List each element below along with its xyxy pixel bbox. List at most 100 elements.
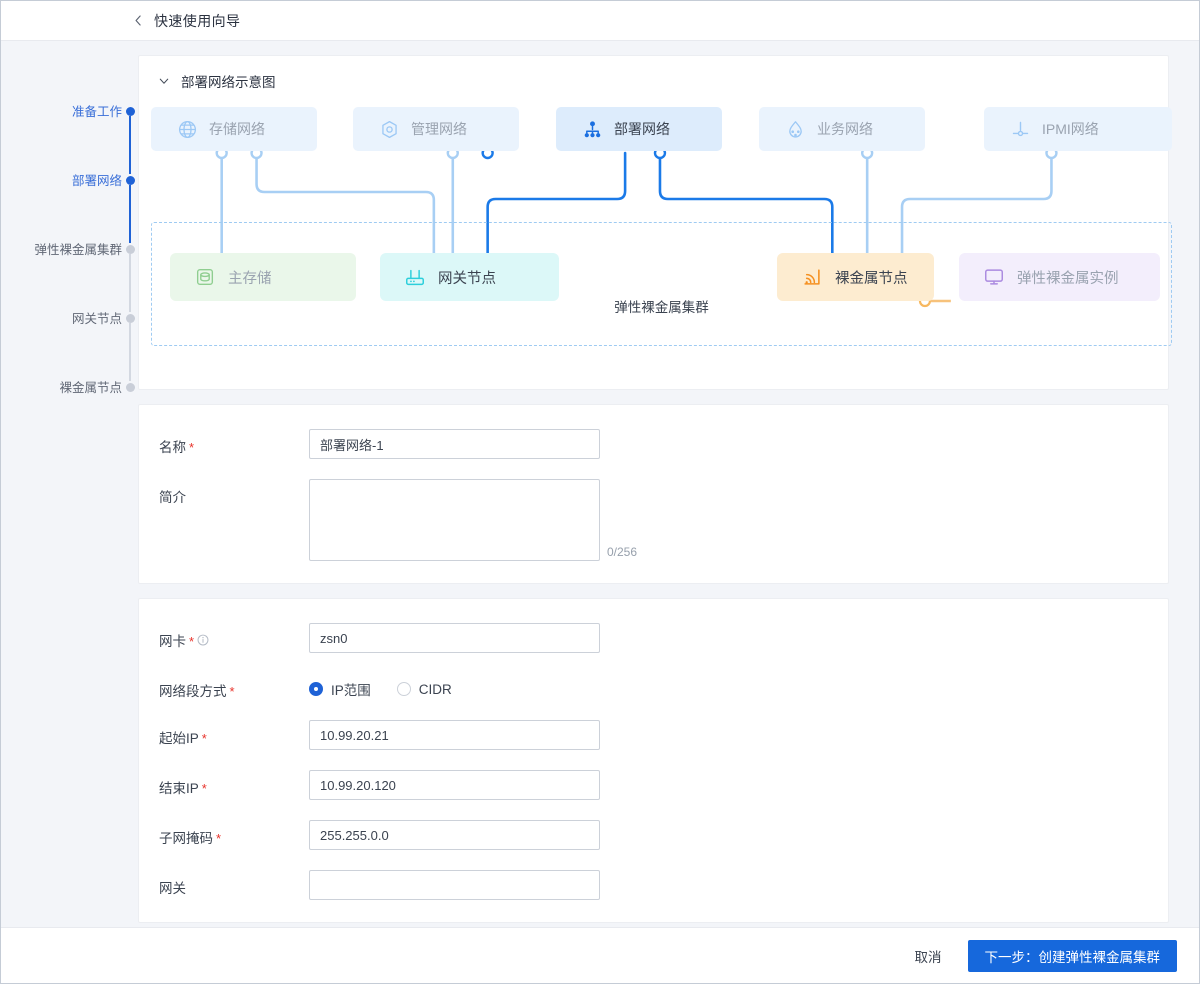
form-row-start-ip: 起始IP * <box>139 720 1168 750</box>
main-content: 部署网络示意图 <box>138 41 1199 927</box>
start-ip-input[interactable] <box>309 720 600 750</box>
node-label: 主存储 <box>228 270 272 287</box>
network-card-business[interactable]: 业务网络 <box>759 107 925 151</box>
required-marker: * <box>229 684 235 699</box>
next-step-button[interactable]: 下一步：创建弹性裸金属集群 <box>967 939 1177 972</box>
sidebar-step-deploy-network[interactable]: 部署网络 <box>1 174 138 243</box>
label-text: 网关 <box>159 881 186 896</box>
required-marker: * <box>201 731 207 746</box>
label-text: 结束IP <box>159 781 199 796</box>
page-header: 快速使用向导 <box>1 1 1199 41</box>
bare-metal-cluster-region: 弹性裸金属集群 <box>151 222 1172 346</box>
form-row-end-ip: 结束IP * <box>139 770 1168 800</box>
form-row-segment-mode: 网络段方式 * IP范围 CIDR <box>139 673 1168 700</box>
node-elastic-bare-metal-instance[interactable]: 弹性裸金属实例 <box>959 253 1160 301</box>
network-card-ipmi[interactable]: IPMI网络 <box>984 107 1172 151</box>
network-card-label: IPMI网络 <box>1042 121 1099 137</box>
router-icon <box>404 266 426 288</box>
database-icon <box>194 266 216 288</box>
netmask-input[interactable] <box>309 820 600 850</box>
radio-cidr[interactable]: CIDR <box>396 681 452 697</box>
required-marker: * <box>189 440 195 455</box>
step-connector-line <box>129 254 131 312</box>
start-ip-label: 起始IP * <box>139 720 309 747</box>
nic-field-label: 网卡 * <box>139 623 309 650</box>
segment-mode-label: 网络段方式 * <box>139 673 309 700</box>
network-diagram-panel: 部署网络示意图 <box>138 55 1172 390</box>
radio-indicator <box>309 682 323 696</box>
chevron-left-icon[interactable] <box>131 14 145 28</box>
form-row-name: 名称 * <box>139 429 1168 459</box>
basic-info-panel: 名称 * 简介 0/256 <box>138 404 1169 584</box>
page-title: 快速使用向导 <box>154 12 241 29</box>
description-textarea[interactable] <box>309 479 600 561</box>
signal-broadcast-icon <box>801 266 823 288</box>
nic-input[interactable] <box>309 623 600 653</box>
radio-label: IP范围 <box>331 683 371 698</box>
step-connector-line <box>129 323 131 381</box>
label-text: 起始IP <box>159 731 199 746</box>
segment-mode-radio-group: IP范围 CIDR <box>309 673 452 699</box>
radio-ip-range[interactable]: IP范围 <box>309 679 371 699</box>
hexagon-target-icon <box>379 119 400 140</box>
form-row-gateway: 网关 <box>139 870 1168 900</box>
step-dot <box>126 176 135 185</box>
form-row-description: 简介 0/256 <box>139 479 1168 561</box>
step-dot <box>126 383 135 392</box>
diagram-title: 部署网络示意图 <box>181 75 276 90</box>
node-label: 网关节点 <box>438 270 496 287</box>
description-field-label: 简介 <box>139 479 309 506</box>
diagram-header[interactable]: 部署网络示意图 <box>139 56 1168 91</box>
required-marker: * <box>201 781 207 796</box>
globe-icon <box>177 119 198 140</box>
info-circle-icon[interactable] <box>197 634 209 646</box>
network-config-panel: 网卡 * 网络段方式 <box>138 598 1169 923</box>
step-connector-line <box>129 185 131 243</box>
node-label: 裸金属节点 <box>835 270 908 287</box>
sidebar-step-bare-metal-cluster[interactable]: 弹性裸金属集群 <box>1 243 138 312</box>
character-counter: 0/256 <box>607 545 638 559</box>
step-label: 网关节点 <box>71 312 122 326</box>
network-card-deploy[interactable]: 部署网络 <box>556 107 722 151</box>
form-row-netmask: 子网掩码 * <box>139 820 1168 850</box>
label-text: 网卡 <box>159 634 186 649</box>
node-primary-storage[interactable]: 主存储 <box>170 253 356 301</box>
network-card-management[interactable]: 管理网络 <box>353 107 519 151</box>
step-label: 部署网络 <box>71 174 122 188</box>
gateway-label: 网关 <box>139 870 309 897</box>
netmask-label: 子网掩码 * <box>139 820 309 847</box>
radio-label: CIDR <box>418 681 452 697</box>
step-label: 弹性裸金属集群 <box>34 243 122 257</box>
node-gateway[interactable]: 网关节点 <box>380 253 559 301</box>
monitor-icon <box>983 266 1005 288</box>
end-ip-label: 结束IP * <box>139 770 309 797</box>
network-card-label: 部署网络 <box>614 121 670 137</box>
network-card-storage[interactable]: 存储网络 <box>151 107 317 151</box>
step-connector-line <box>129 116 131 174</box>
step-label: 准备工作 <box>71 105 122 119</box>
diagram-canvas: 弹性裸金属集群 存储网络 <box>139 91 1172 389</box>
chevron-down-icon[interactable] <box>158 75 170 87</box>
wizard-steps: 准备工作 部署网络 弹性裸金属集群 网关节点 裸金属节点 <box>1 41 138 927</box>
step-label: 裸金属节点 <box>59 381 122 395</box>
cancel-button[interactable]: 取消 <box>909 945 948 967</box>
radio-indicator <box>396 682 411 696</box>
network-card-label: 存储网络 <box>209 121 265 137</box>
step-dot <box>126 245 135 254</box>
page-footer: 取消 下一步：创建弹性裸金属集群 <box>1 927 1199 983</box>
node-bare-metal[interactable]: 裸金属节点 <box>777 253 934 301</box>
form-row-nic: 网卡 * <box>139 623 1168 653</box>
label-text: 网络段方式 <box>159 684 227 699</box>
label-text: 子网掩码 <box>159 831 213 846</box>
sidebar-step-gateway-node[interactable]: 网关节点 <box>1 312 138 381</box>
sidebar-step-preparation[interactable]: 准备工作 <box>1 105 138 174</box>
end-ip-input[interactable] <box>309 770 600 800</box>
description-input-wrap: 0/256 <box>309 479 637 561</box>
required-marker: * <box>189 634 195 649</box>
sidebar-step-bare-metal-node[interactable]: 裸金属节点 <box>1 381 138 450</box>
cloud-nodes-icon <box>785 119 806 140</box>
gateway-input[interactable] <box>309 870 600 900</box>
label-text: 名称 <box>159 440 186 455</box>
name-input[interactable] <box>309 429 600 459</box>
